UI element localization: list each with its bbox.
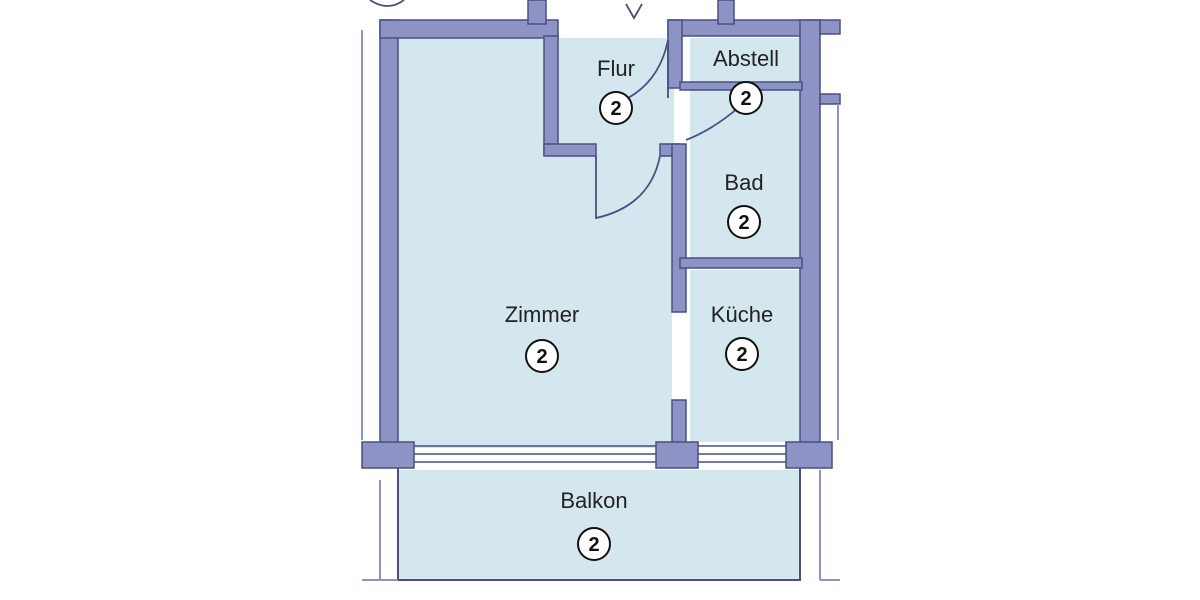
label-balkon: Balkon xyxy=(560,488,627,513)
badge-zimmer-text: 2 xyxy=(536,346,547,368)
room-labels: Flur Abstell Bad Zimmer Küche Balkon xyxy=(505,46,779,513)
badge-abstell-text: 2 xyxy=(740,88,751,110)
badge-bad-text: 2 xyxy=(738,212,749,234)
label-zimmer: Zimmer xyxy=(505,302,580,327)
badge-bad: 2 xyxy=(727,205,761,239)
label-kueche: Küche xyxy=(711,302,773,327)
wall-left xyxy=(379,19,399,451)
wall-right-stub-mid xyxy=(819,93,841,105)
label-bad: Bad xyxy=(724,170,763,195)
badge-balkon-text: 2 xyxy=(588,534,599,556)
door-bad xyxy=(685,107,739,141)
badge-flur: 2 xyxy=(599,91,633,125)
badge-abstell: 2 xyxy=(729,81,763,115)
wall-top-right xyxy=(667,19,821,37)
column-left xyxy=(361,441,415,469)
wall-right-stub-top xyxy=(819,19,841,35)
neighbour-walls xyxy=(361,30,840,581)
wall-flur-bottom-left xyxy=(543,143,597,157)
room-badges: 2 2 2 2 2 2 xyxy=(525,81,763,561)
wall-top-stub-2 xyxy=(717,0,735,25)
wall-top-stub-1 xyxy=(527,0,547,25)
wall-bad-kueche xyxy=(679,257,803,269)
wall-right xyxy=(799,19,821,451)
wall-mid-lower xyxy=(671,143,687,313)
wall-top-left xyxy=(379,19,559,39)
column-right xyxy=(785,441,833,469)
abstell-area xyxy=(690,38,802,84)
label-abstell: Abstell xyxy=(713,46,779,71)
wall-mid-upper xyxy=(667,19,683,89)
badge-kueche-text: 2 xyxy=(736,344,747,366)
column-middle xyxy=(655,441,699,469)
badge-flur-text: 2 xyxy=(610,98,621,120)
window-lines xyxy=(414,445,786,463)
entrance-marker xyxy=(625,3,643,20)
door-zimmer xyxy=(595,155,661,220)
balkon-area xyxy=(398,470,800,580)
wall-flur-left xyxy=(543,35,559,155)
badge-balkon: 2 xyxy=(577,527,611,561)
badge-kueche: 2 xyxy=(725,337,759,371)
badge-zimmer: 2 xyxy=(525,339,559,373)
label-flur: Flur xyxy=(597,56,635,81)
balcony-outline xyxy=(397,468,801,581)
door-entrance xyxy=(627,39,669,99)
compass-fragment xyxy=(369,0,405,7)
door-swings xyxy=(369,0,739,220)
